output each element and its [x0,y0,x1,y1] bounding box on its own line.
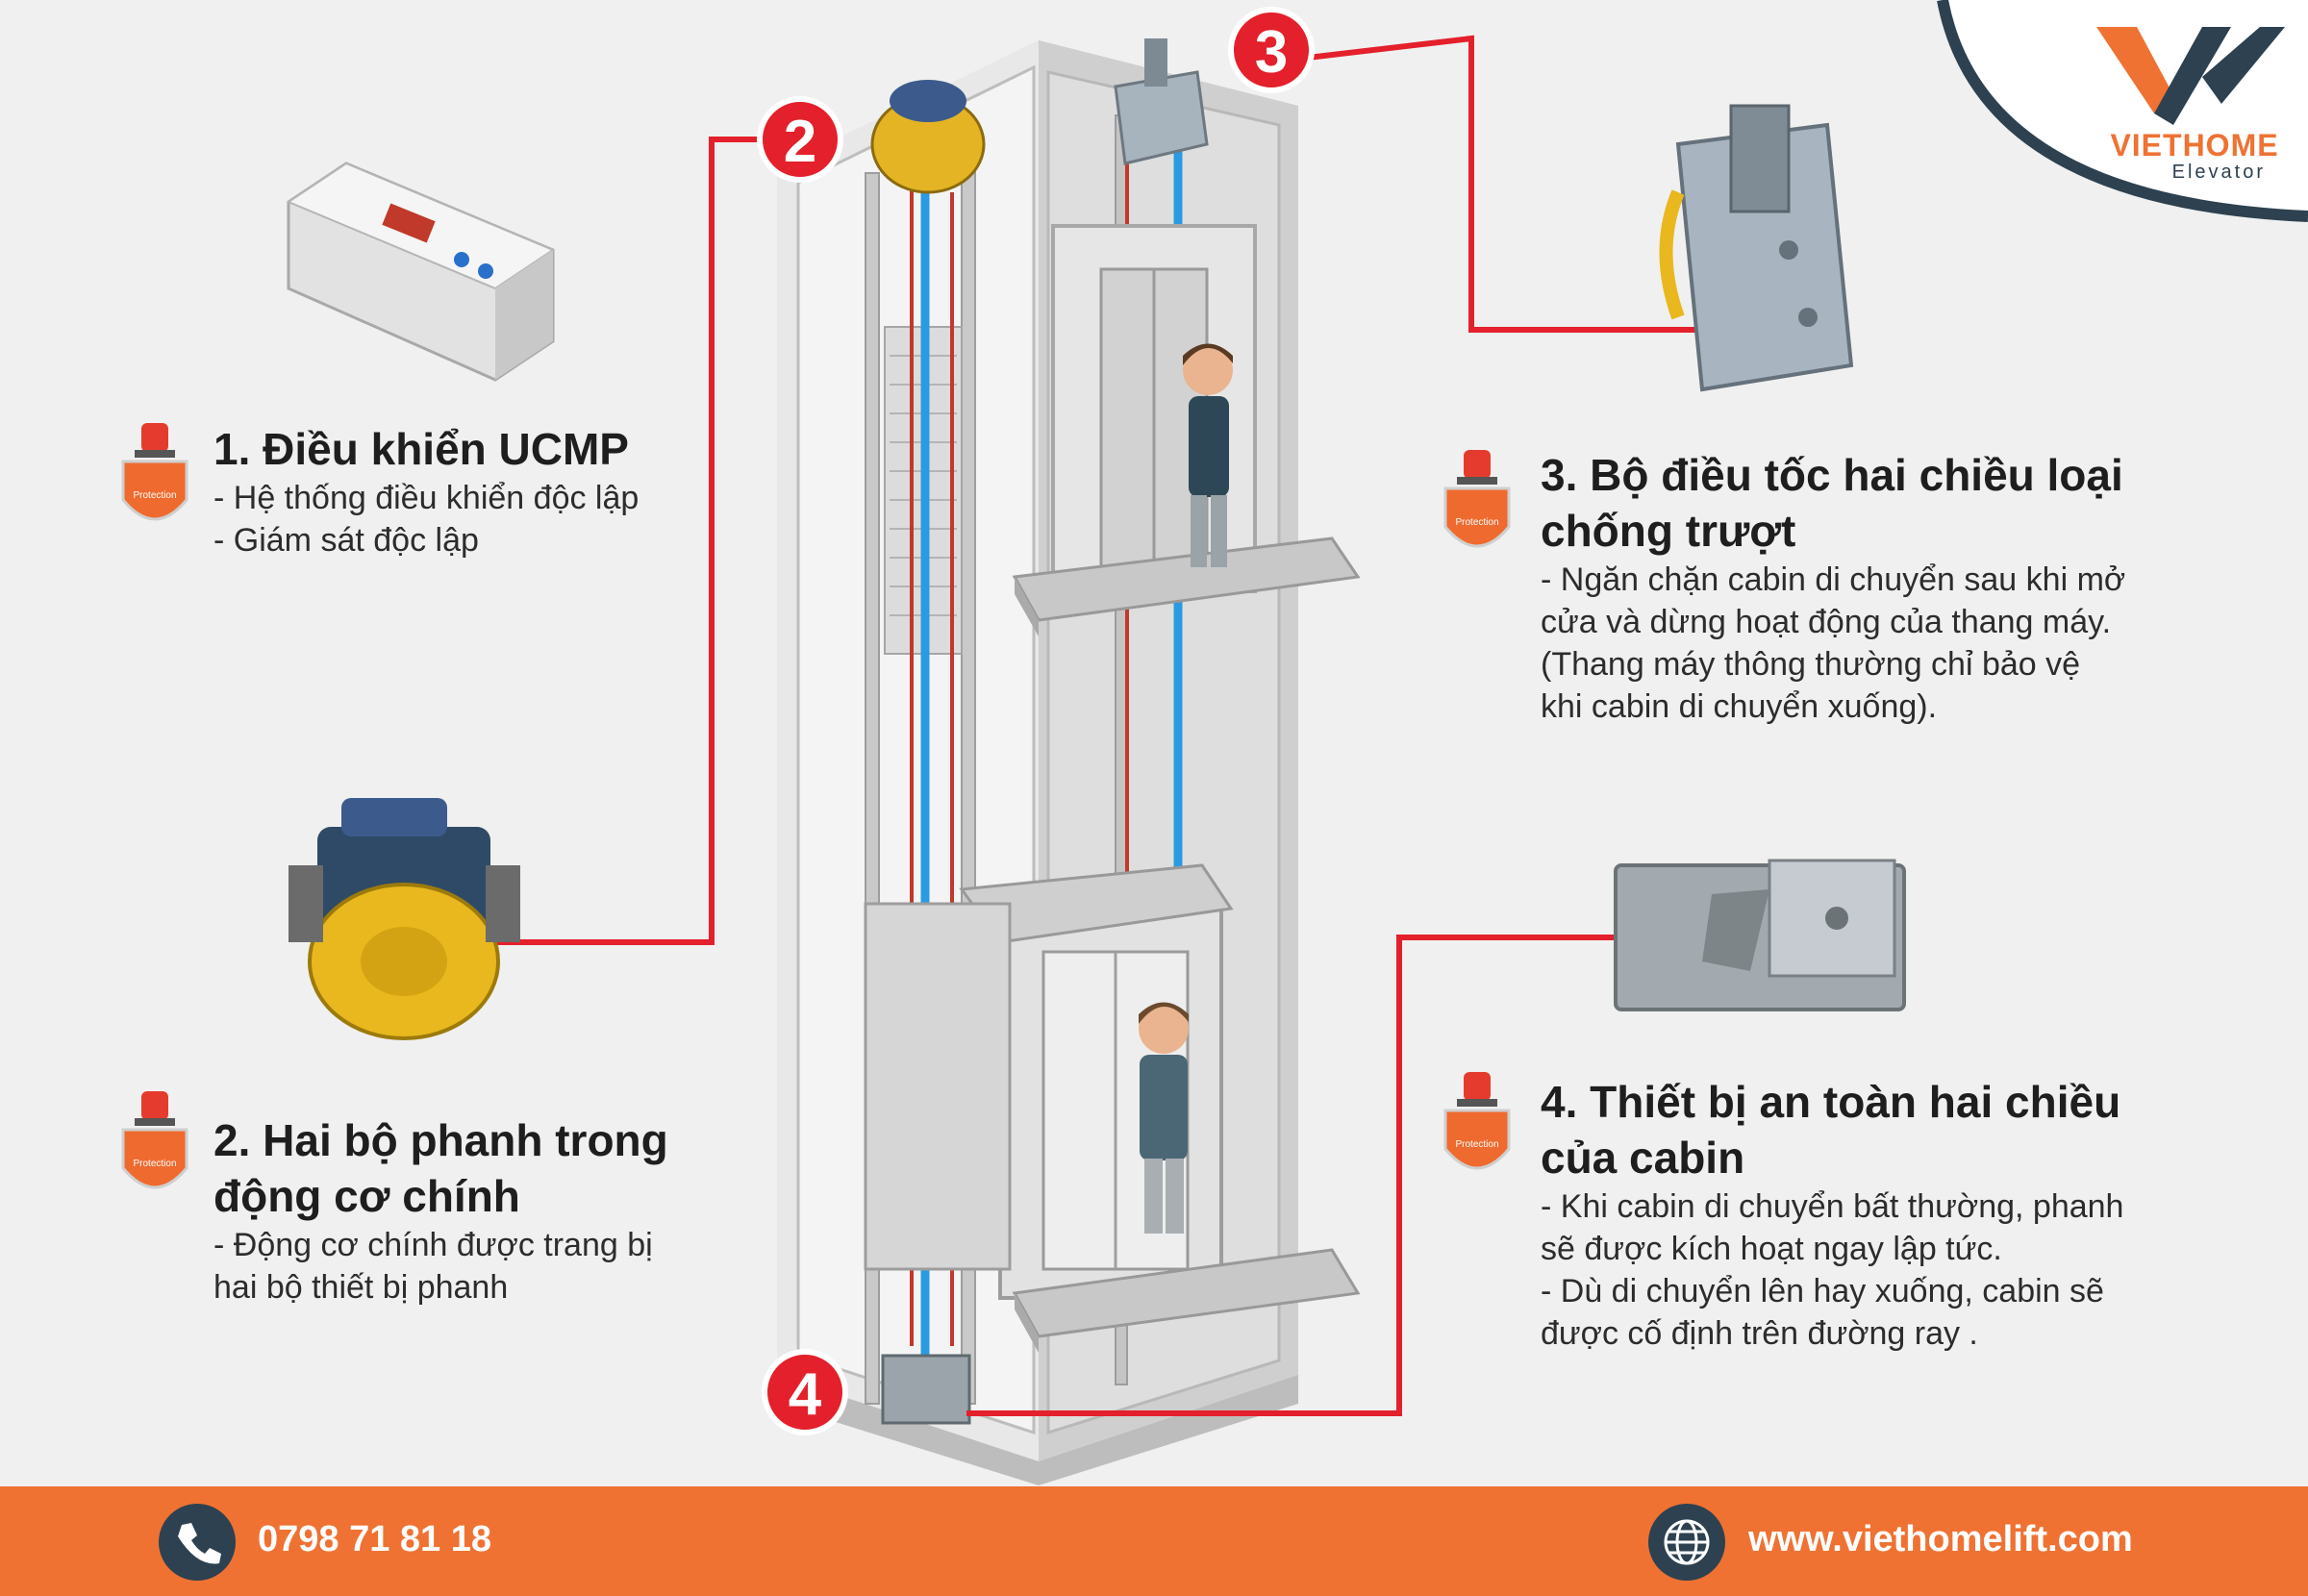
svg-text:Protection: Protection [1455,517,1498,528]
governor-image [1659,104,1854,392]
feature-2-title-1: 2. Hai bộ phanh trong [213,1115,668,1165]
governor-top [1114,38,1209,165]
website-link[interactable]: www.viethomelift.com [1748,1519,2133,1559]
motor-image [288,798,520,1040]
feature-4-line-4: được cố định trên đường ray . [1541,1315,1978,1352]
feature-4-line-2: sẽ được kích hoạt ngay lập tức. [1541,1231,2002,1267]
safety-gear-bottom [881,1354,971,1425]
feature-3-title-2: chống trượt [1541,506,1796,556]
passenger-figure-top [1183,343,1233,567]
feature-1: 1. Điều khiển UCMP - Hệ thống điều khiển… [213,421,714,561]
brand-name: VIETHOME [2110,128,2278,162]
feature-4-title-2: của cabin [1541,1133,1745,1183]
elevator-cabin [864,863,1361,1353]
feature-2-line-1: - Động cơ chính được trang bị [213,1227,653,1263]
feature-3-line-3: (Thang máy thông thường chỉ bảo vệ [1541,646,2081,683]
feature-1-line-1: - Hệ thống điều khiển độc lập [213,480,640,516]
passenger-figure-bottom [1139,1002,1189,1234]
badge-2-label: 2 [784,109,816,175]
feature-3-line-1: - Ngăn chặn cabin di chuyển sau khi mở [1541,561,2126,598]
feature-4-line-3: - Dù di chuyển lên hay xuống, cabin sẽ [1541,1273,2104,1309]
callout-lines [486,35,1712,1416]
feature-3-title-1: 3. Bộ điều tốc hai chiều loại [1541,450,2123,500]
feature-2: 2. Hai bộ phanh trong động cơ chính - Độ… [213,1112,714,1309]
feature-4: 4. Thiết bị an toàn hai chiều của cabin … [1541,1074,2175,1355]
feature-1-line-2: - Giám sát độc lập [213,522,479,559]
svg-text:Protection: Protection [1455,1139,1498,1150]
safety-gear-image [1614,859,1906,1011]
badge-2: 2 [757,96,843,183]
phone-icon[interactable] [159,1504,236,1581]
protection-shield-icon: Protection [121,1091,188,1189]
viethome-logo: VIETHOME Elevator [1937,0,2308,222]
phone-number[interactable]: 0798 71 81 18 [258,1519,492,1559]
badge-3: 3 [1228,7,1315,93]
feature-3-line-2: cửa và dừng hoạt động của thang máy. [1541,604,2112,640]
svg-text:Protection: Protection [133,1159,176,1169]
badge-3-label: 3 [1255,19,1288,86]
badge-4-label: 4 [789,1361,822,1428]
main-motor-top [870,80,986,194]
feature-2-line-2: hai bộ thiết bị phanh [213,1269,509,1306]
upper-landing [1012,224,1361,636]
feature-4-line-1: - Khi cabin di chuyển bất thường, phanh [1541,1188,2124,1225]
elevator-diagram: 2 3 4 [121,0,2308,1485]
footer-bar: 0798 71 81 18 www.viethomelift.com [0,1486,2308,1596]
brand-sub: Elevator [2172,162,2266,183]
feature-1-title: 1. Điều khiển UCMP [213,424,629,474]
ucmp-controller-image [286,162,556,382]
protection-shield-icon: Protection [121,423,188,521]
badge-4: 4 [762,1349,848,1435]
feature-3-line-4: khi cabin di chuyển xuống). [1541,688,1938,725]
svg-text:Protection: Protection [133,490,176,501]
globe-icon[interactable] [1648,1504,1725,1581]
feature-4-title-1: 4. Thiết bị an toàn hai chiều [1541,1077,2121,1127]
feature-3: 3. Bộ điều tốc hai chiều loại chống trượ… [1541,447,2161,728]
protection-shield-icon: Protection [1443,450,1511,548]
protection-shield-icon: Protection [1443,1072,1511,1170]
feature-2-title-2: động cơ chính [213,1171,520,1221]
